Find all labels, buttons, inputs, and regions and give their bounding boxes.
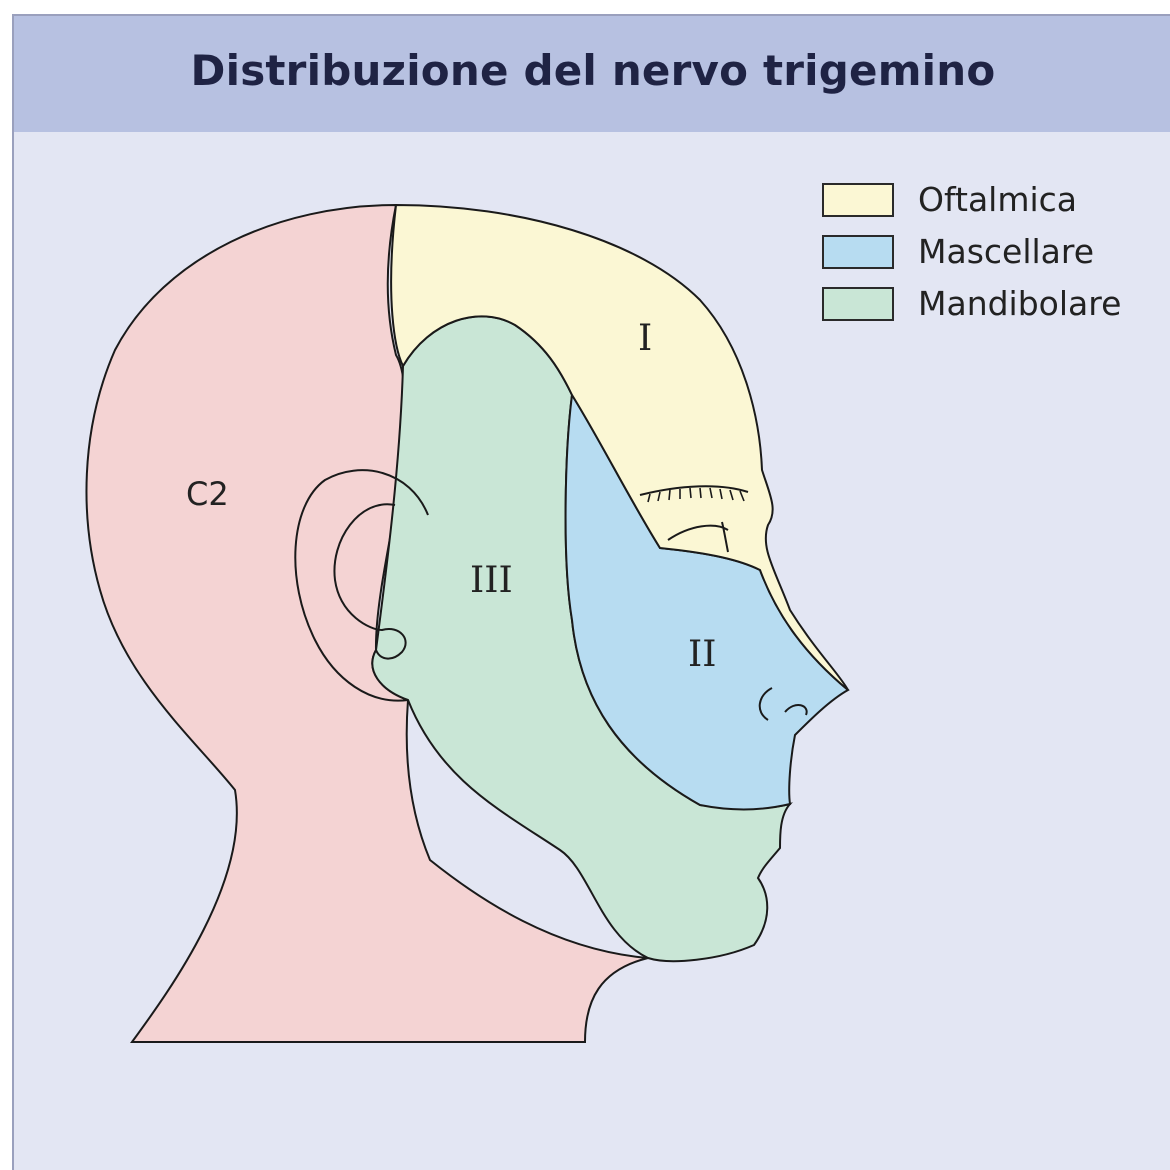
mandibular-label: III <box>470 560 513 601</box>
legend-label: Mascellare <box>918 232 1095 271</box>
maxillary-label: II <box>688 634 716 675</box>
nostril <box>758 687 808 721</box>
ear-outline <box>294 469 429 702</box>
ophthalmic-region <box>390 203 849 691</box>
eye <box>667 521 729 553</box>
c2-label: C2 <box>186 475 229 513</box>
legend-swatch <box>822 287 894 321</box>
legend-swatch <box>822 183 894 217</box>
title-banner: Distribuzione del nervo trigemino <box>14 16 1170 132</box>
ear-inner <box>333 503 407 660</box>
legend-label: Oftalmica <box>918 180 1078 219</box>
page-title: Distribuzione del nervo trigemino <box>190 46 996 95</box>
eyebrow-hairs <box>647 487 745 503</box>
eyebrow <box>639 485 749 496</box>
ophthalmic-label: I <box>638 318 652 359</box>
legend-swatch <box>822 235 894 269</box>
legend-label: Mandibolare <box>918 284 1122 323</box>
